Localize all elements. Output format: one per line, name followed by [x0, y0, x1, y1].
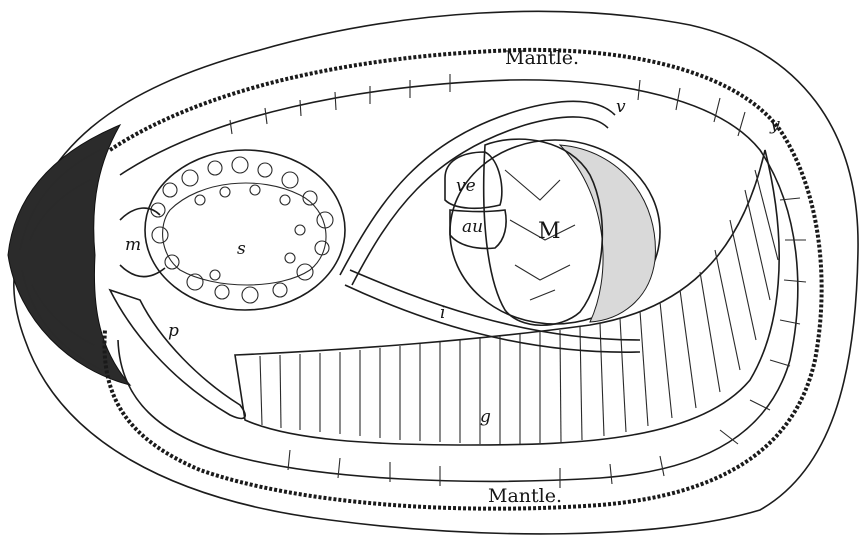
label-au: au	[462, 217, 483, 237]
label-p: p	[168, 321, 179, 341]
outer-shell-outline	[14, 11, 858, 534]
label-mantle-top: Mantle.	[505, 47, 579, 69]
label-v: v	[616, 97, 626, 117]
label-M: M	[538, 219, 561, 244]
label-ve: ve	[456, 176, 476, 196]
label-g: g	[480, 407, 491, 427]
mantle-inner-line	[118, 80, 798, 481]
label-i: i	[440, 303, 445, 323]
hinge-ligament	[8, 125, 130, 385]
label-mantle-bottom: Mantle.	[488, 485, 562, 507]
label-m: m	[125, 235, 141, 255]
label-s: s	[237, 239, 246, 259]
mantle-ticks	[230, 74, 806, 488]
gills	[235, 150, 779, 445]
stomach-liver	[145, 150, 345, 310]
label-y: y	[769, 115, 780, 135]
